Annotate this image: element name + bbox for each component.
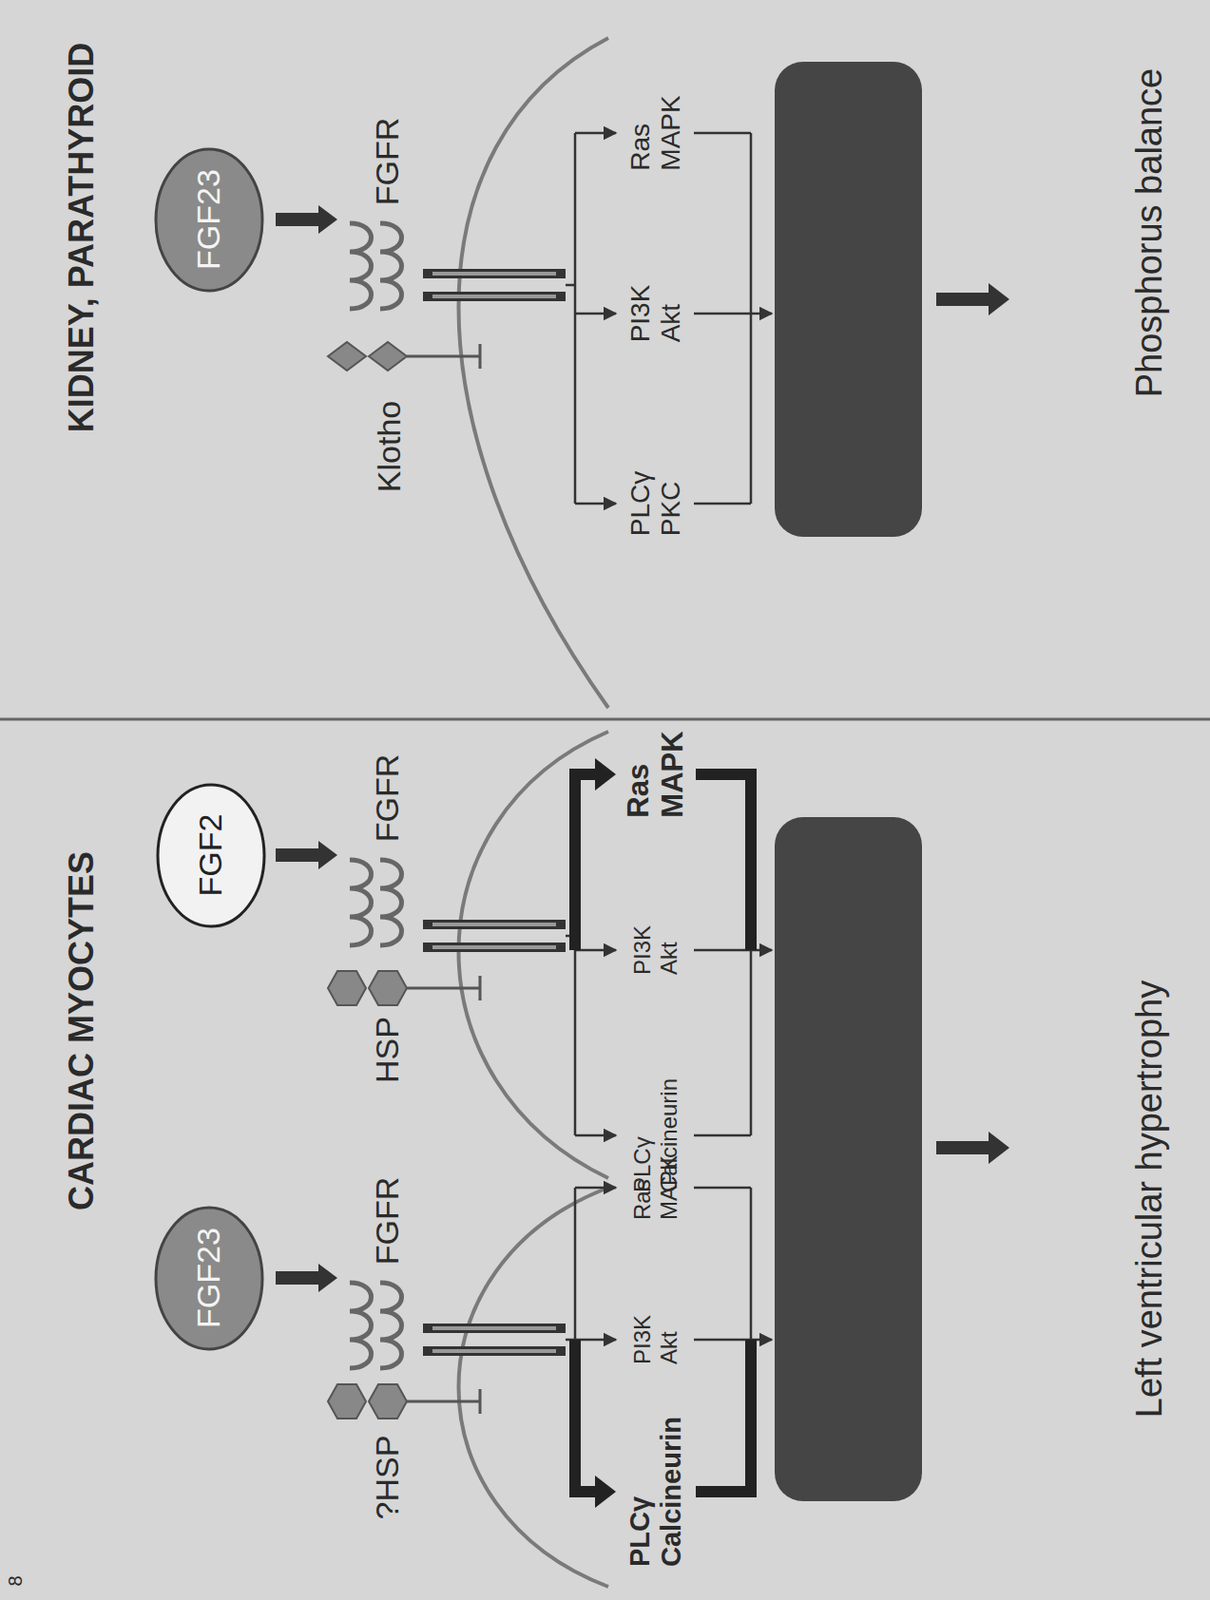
panel-title: CARDIAC MYOCYTES — [61, 851, 101, 1211]
outcome-arrow — [936, 1132, 1010, 1165]
ligand-name: FGF23 — [190, 169, 228, 270]
pathway-label: PLCγ PKC — [625, 471, 687, 537]
signal-box — [774, 817, 922, 1502]
ligand-name: FGF23 — [190, 1228, 228, 1329]
panel-divider — [0, 718, 1210, 722]
ligand-oval: FGF23 — [153, 146, 266, 294]
receptor-label: FGFR — [368, 1177, 406, 1267]
ligand-name: FGF2 — [192, 814, 230, 898]
coreceptor-label: ?HSP — [368, 1436, 406, 1521]
ligand-oval: FGF23 — [153, 1205, 266, 1353]
pathway-label: PI3K Akt — [629, 1315, 682, 1365]
fgf23-cardiac-pathway — [275, 1188, 772, 1588]
pathway-label: Ras MAPK — [621, 730, 690, 818]
ligand-oval: FGF2 — [154, 782, 268, 930]
coreceptor-label: Klotho — [370, 401, 408, 493]
pathway-label: PLCγ Calcineurin — [624, 1417, 689, 1568]
pathway-label: PI3K Akt — [625, 285, 687, 344]
figure-number: 8 — [4, 1575, 27, 1587]
pathway-label: Ras MAPK — [625, 95, 687, 171]
panel-title: KIDNEY, PARATHYROID — [61, 42, 101, 434]
pathway-label: PI3K Akt — [629, 925, 682, 976]
receptor-label: FGFR — [368, 117, 406, 207]
coreceptor-label: HSP — [368, 1017, 406, 1084]
outcome-label: Phosphorus balance — [1129, 68, 1172, 398]
receptor-label: FGFR — [368, 754, 406, 844]
fgf2-pathway — [275, 731, 772, 1179]
outcome-label: Left ventricular hypertrophy — [1129, 980, 1172, 1419]
kidney-pathway — [275, 38, 1010, 709]
pathway-label: Ras MAPK — [629, 1155, 682, 1221]
